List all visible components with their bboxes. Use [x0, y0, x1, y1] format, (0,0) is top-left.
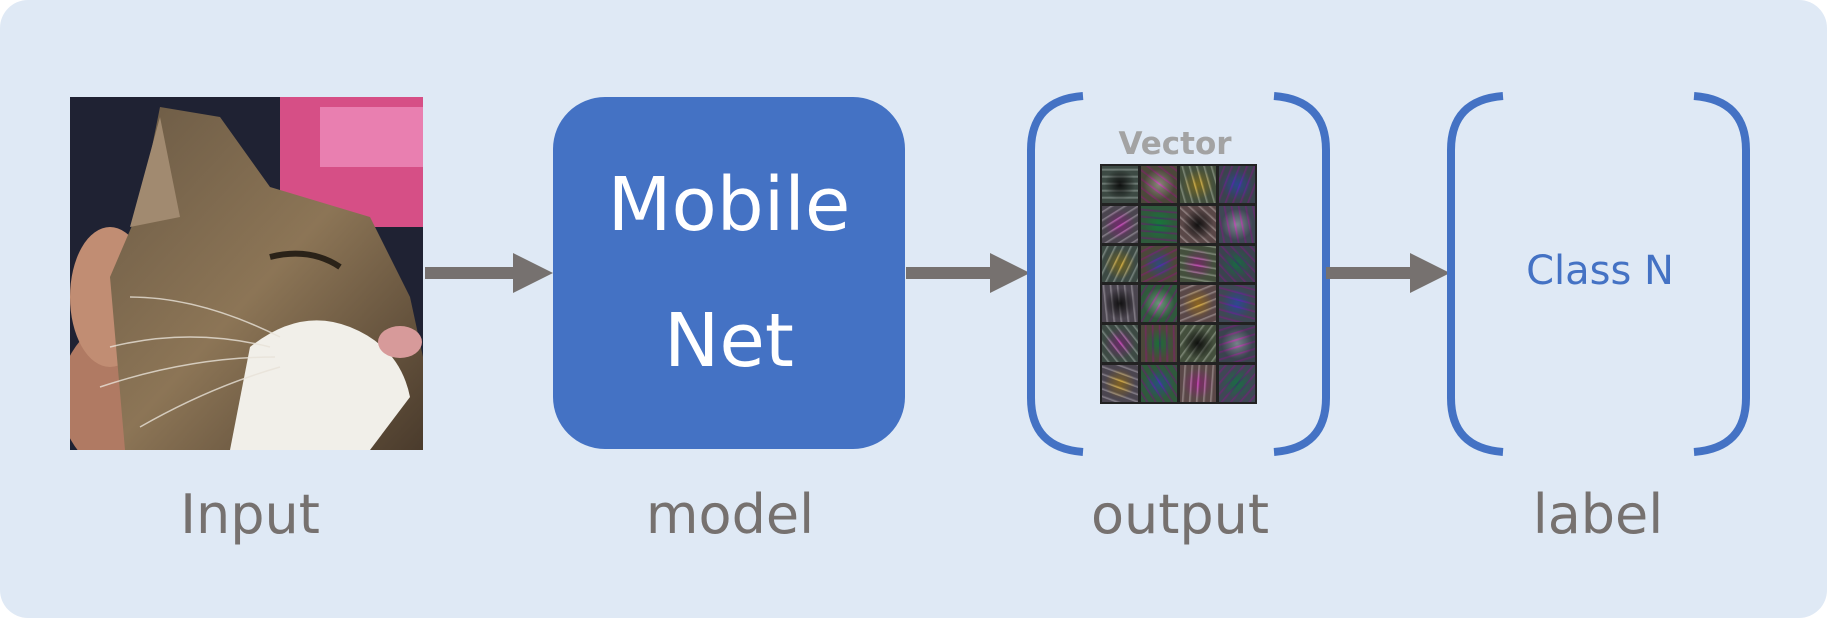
filter-tile [1102, 245, 1138, 283]
filter-tile [1219, 205, 1255, 243]
filter-tile [1141, 245, 1177, 283]
arrow-right-icon [906, 253, 1030, 293]
filter-tile [1141, 365, 1177, 402]
filter-tile [1180, 166, 1216, 203]
class-n-label: Class N [1526, 248, 1674, 294]
left-bracket-icon [1027, 92, 1084, 456]
arrow-right-icon [1326, 253, 1450, 293]
model-box-line-2: Net [664, 298, 794, 384]
model-box-line-1: Mobile [607, 162, 851, 248]
filter-tile [1180, 205, 1216, 243]
vector-label: Vector [1118, 126, 1232, 162]
filter-tile [1141, 166, 1177, 203]
label-caption: label [1532, 483, 1664, 546]
filter-tile [1180, 365, 1216, 402]
filter-tile [1219, 285, 1255, 323]
filter-tile [1141, 285, 1177, 323]
mobilenet-model-box: Mobile Net [553, 97, 905, 449]
right-bracket-icon [1273, 92, 1330, 456]
filter-tile [1180, 245, 1216, 283]
filter-tile [1102, 365, 1138, 402]
filter-tile [1141, 205, 1177, 243]
right-bracket-icon [1693, 92, 1750, 456]
filter-tile [1102, 285, 1138, 323]
filter-tile [1219, 245, 1255, 283]
feature-filters-image [1100, 164, 1257, 404]
filter-tile [1219, 365, 1255, 402]
left-bracket-icon [1447, 92, 1504, 456]
filter-tile [1102, 205, 1138, 243]
filter-tile [1180, 285, 1216, 323]
input-cat-photo [70, 97, 423, 450]
model-caption: model [645, 483, 815, 546]
filter-tile [1219, 325, 1255, 363]
arrow-right-icon [425, 253, 553, 293]
filter-tile [1141, 325, 1177, 363]
filter-tile [1102, 325, 1138, 363]
filter-tile [1102, 166, 1138, 203]
filter-tile [1180, 325, 1216, 363]
output-caption: output [1090, 483, 1270, 546]
filter-tile [1219, 166, 1255, 203]
input-caption: Input [180, 483, 320, 546]
